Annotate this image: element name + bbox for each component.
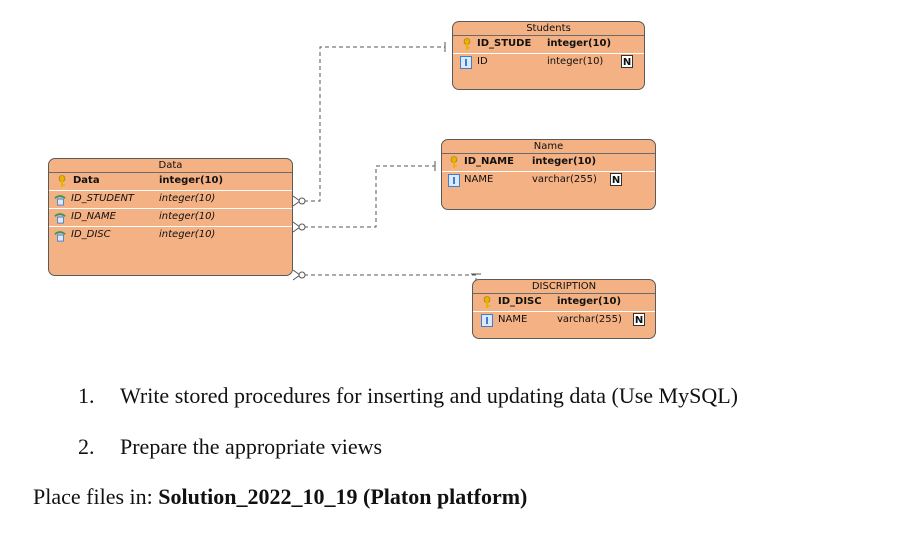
column-name: NAME: [498, 314, 528, 325]
column-type: integer(10): [159, 229, 216, 240]
key-icon: [463, 38, 471, 50]
entity-name[interactable]: Name ID_NAME integer(10) NAME varchar(25…: [441, 139, 656, 210]
column-type: integer(10): [547, 56, 604, 67]
task-number: 2.: [78, 434, 95, 459]
column-type: integer(10): [547, 38, 612, 49]
foreign-key-icon: [54, 231, 66, 242]
entity-row-fk: ID_NAME integer(10): [49, 209, 292, 227]
entity-data[interactable]: Data Data integer(10) ID_STUDENT integer…: [48, 158, 293, 276]
column-icon: [460, 56, 472, 69]
entity-row-pk: ID_STUDE integer(10): [453, 36, 644, 54]
column-name: ID: [477, 56, 488, 67]
submission-note: Place files in: Solution_2022_10_19 (Pla…: [33, 484, 527, 510]
column-name: ID_DISC: [71, 229, 111, 240]
note-value: Solution_2022_10_19 (Platon platform): [158, 484, 528, 509]
key-icon: [483, 296, 491, 308]
column-name: ID_STUDENT: [71, 193, 135, 204]
many-marker-discription: [292, 269, 306, 281]
task-item: 1. Write stored procedures for inserting…: [78, 383, 878, 411]
entity-row-column: NAME varchar(255) N: [442, 172, 655, 189]
column-name: NAME: [464, 174, 494, 185]
many-marker-students: [292, 195, 306, 207]
entity-title: DISCRIPTION: [473, 280, 655, 294]
entity-row-pk: Data integer(10): [49, 173, 292, 191]
column-type: integer(10): [532, 156, 597, 167]
nullable-badge: N: [621, 55, 633, 68]
task-item: 2. Prepare the appropriate views: [78, 434, 878, 462]
entity-row-pk: ID_NAME integer(10): [442, 154, 655, 172]
column-name: ID_DISC: [498, 296, 542, 307]
column-type: integer(10): [557, 296, 622, 307]
entity-row-fk: ID_DISC integer(10): [49, 227, 292, 244]
relation-data-discription: [304, 274, 477, 283]
nullable-badge: N: [610, 173, 622, 186]
entity-title: Students: [453, 22, 644, 36]
entity-row-column: ID integer(10) N: [453, 54, 644, 71]
relation-data-students: [304, 46, 445, 202]
task-text: Write stored procedures for inserting an…: [120, 383, 738, 408]
key-icon: [450, 156, 458, 168]
column-type: integer(10): [159, 193, 216, 204]
entity-title: Name: [442, 140, 655, 154]
column-name: ID_NAME: [71, 211, 116, 222]
task-number: 1.: [78, 383, 95, 408]
nullable-badge: N: [633, 313, 645, 326]
column-name: Data: [73, 175, 100, 186]
foreign-key-icon: [54, 213, 66, 224]
foreign-key-icon: [54, 195, 66, 206]
task-text: Prepare the appropriate views: [120, 434, 383, 459]
column-name: ID_STUDE: [477, 38, 532, 49]
column-name: ID_NAME: [464, 156, 514, 167]
entity-title: Data: [49, 159, 292, 173]
entity-row-pk: ID_DISC integer(10): [473, 294, 655, 312]
column-type: varchar(255): [557, 314, 622, 325]
many-marker-name: [292, 221, 306, 233]
entity-discription[interactable]: DISCRIPTION ID_DISC integer(10) NAME var…: [472, 279, 656, 339]
column-type: varchar(255): [532, 174, 597, 185]
column-type: integer(10): [159, 211, 216, 222]
entity-row-column: NAME varchar(255) N: [473, 312, 655, 329]
column-icon: [481, 314, 493, 327]
relation-data-name: [304, 165, 435, 228]
entity-row-fk: ID_STUDENT integer(10): [49, 191, 292, 209]
column-type: integer(10): [159, 175, 224, 186]
note-label: Place files in:: [33, 484, 159, 509]
entity-students[interactable]: Students ID_STUDE integer(10) ID integer…: [452, 21, 645, 90]
key-icon: [58, 175, 66, 187]
column-icon: [448, 174, 460, 187]
